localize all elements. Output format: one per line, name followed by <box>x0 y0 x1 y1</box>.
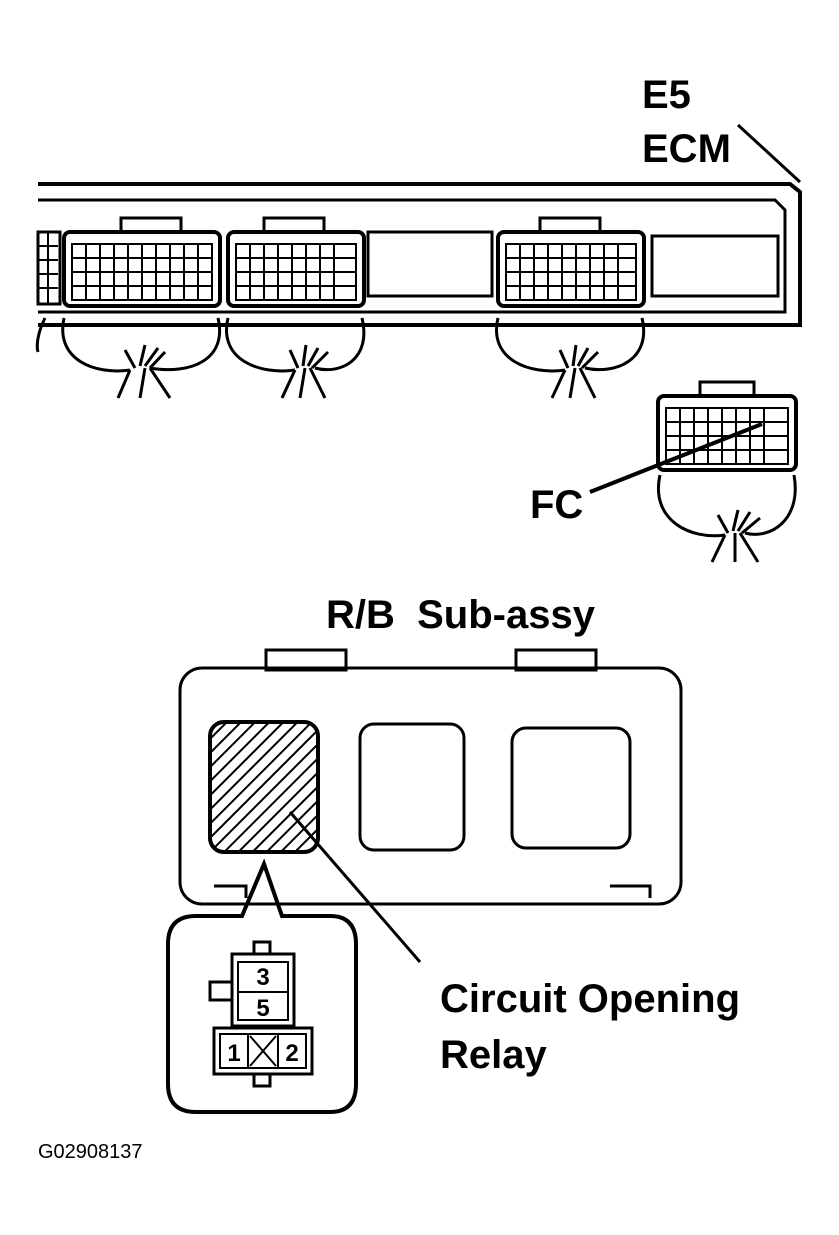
relay-block-label: R/B Sub-assy <box>326 593 596 637</box>
relay-name-line-2: Relay <box>440 1033 547 1077</box>
figure-id: G02908137 <box>38 1141 143 1163</box>
relay-pin-callout <box>166 858 358 1114</box>
relay-pin-3: 3 <box>256 964 269 991</box>
relay-pin-5: 5 <box>256 995 269 1022</box>
ecm-empty-slot-2 <box>650 234 780 298</box>
fc-label: FC <box>530 483 583 527</box>
ecm-connector-3 <box>225 216 366 399</box>
ecm-unit <box>38 123 802 327</box>
fc-connector <box>656 380 798 563</box>
ecm-connector-1 <box>35 230 62 353</box>
circuit-opening-relay-slot <box>208 720 320 854</box>
ecm-connector-2 <box>61 216 222 399</box>
ecm-connector-4 <box>495 216 646 399</box>
relay-block <box>178 648 683 906</box>
relay-leader-line <box>288 811 422 963</box>
relay-slot-2 <box>358 722 466 852</box>
fc-leader-line <box>589 422 763 494</box>
relay-pin-2: 2 <box>285 1040 298 1067</box>
relay-pin-1: 1 <box>227 1040 240 1067</box>
ecm-empty-slot-1 <box>366 230 494 298</box>
ecm-code-label: E5 <box>642 73 691 117</box>
ecm-name-label: ECM <box>642 127 731 171</box>
relay-name-line-1: Circuit Opening <box>440 977 740 1021</box>
relay-slot-3 <box>510 726 632 850</box>
